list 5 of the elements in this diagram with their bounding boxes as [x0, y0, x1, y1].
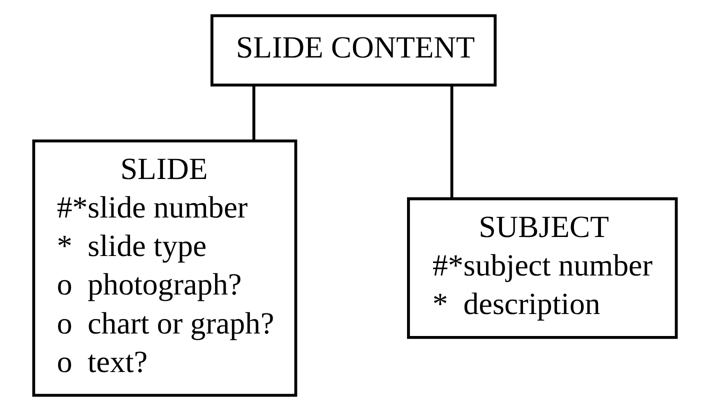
node-box: SLIDE CONTENT — [210, 14, 496, 87]
node-box: SUBJECT #*subject number * description — [406, 197, 678, 339]
node-box: SLIDE #*slide number * slide type o photograph? o chart or graph? o text? — [32, 140, 297, 397]
connector — [450, 85, 453, 198]
connector — [252, 85, 255, 141]
